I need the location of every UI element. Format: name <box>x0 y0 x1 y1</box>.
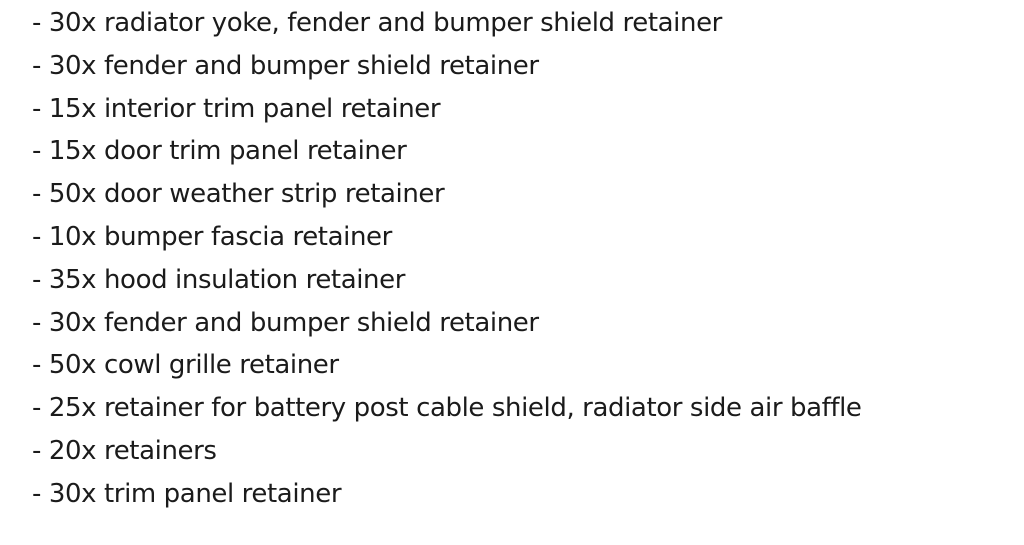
retainer-list: - 30x radiator yoke, fender and bumper s… <box>32 2 862 516</box>
list-item: - 25x retainer for battery post cable sh… <box>32 393 862 424</box>
list-item: - 30x fender and bumper shield retainer <box>32 307 539 338</box>
list-item: - 30x trim panel retainer <box>32 478 342 509</box>
list-item: - 35x hood insulation retainer <box>32 264 406 295</box>
list-item: - 15x interior trim panel retainer <box>32 93 441 124</box>
list-item: - 30x radiator yoke, fender and bumper s… <box>32 8 722 38</box>
list-item: - 10x bumper fascia retainer <box>32 221 392 252</box>
list-item: - 50x cowl grille retainer <box>32 350 339 381</box>
list-item: - 20x retainers <box>32 435 217 466</box>
list-item: - 15x door trim panel retainer <box>32 136 407 167</box>
list-item: - 30x fender and bumper shield retainer <box>32 50 539 81</box>
list-item: - 50x door weather strip retainer <box>32 179 445 210</box>
